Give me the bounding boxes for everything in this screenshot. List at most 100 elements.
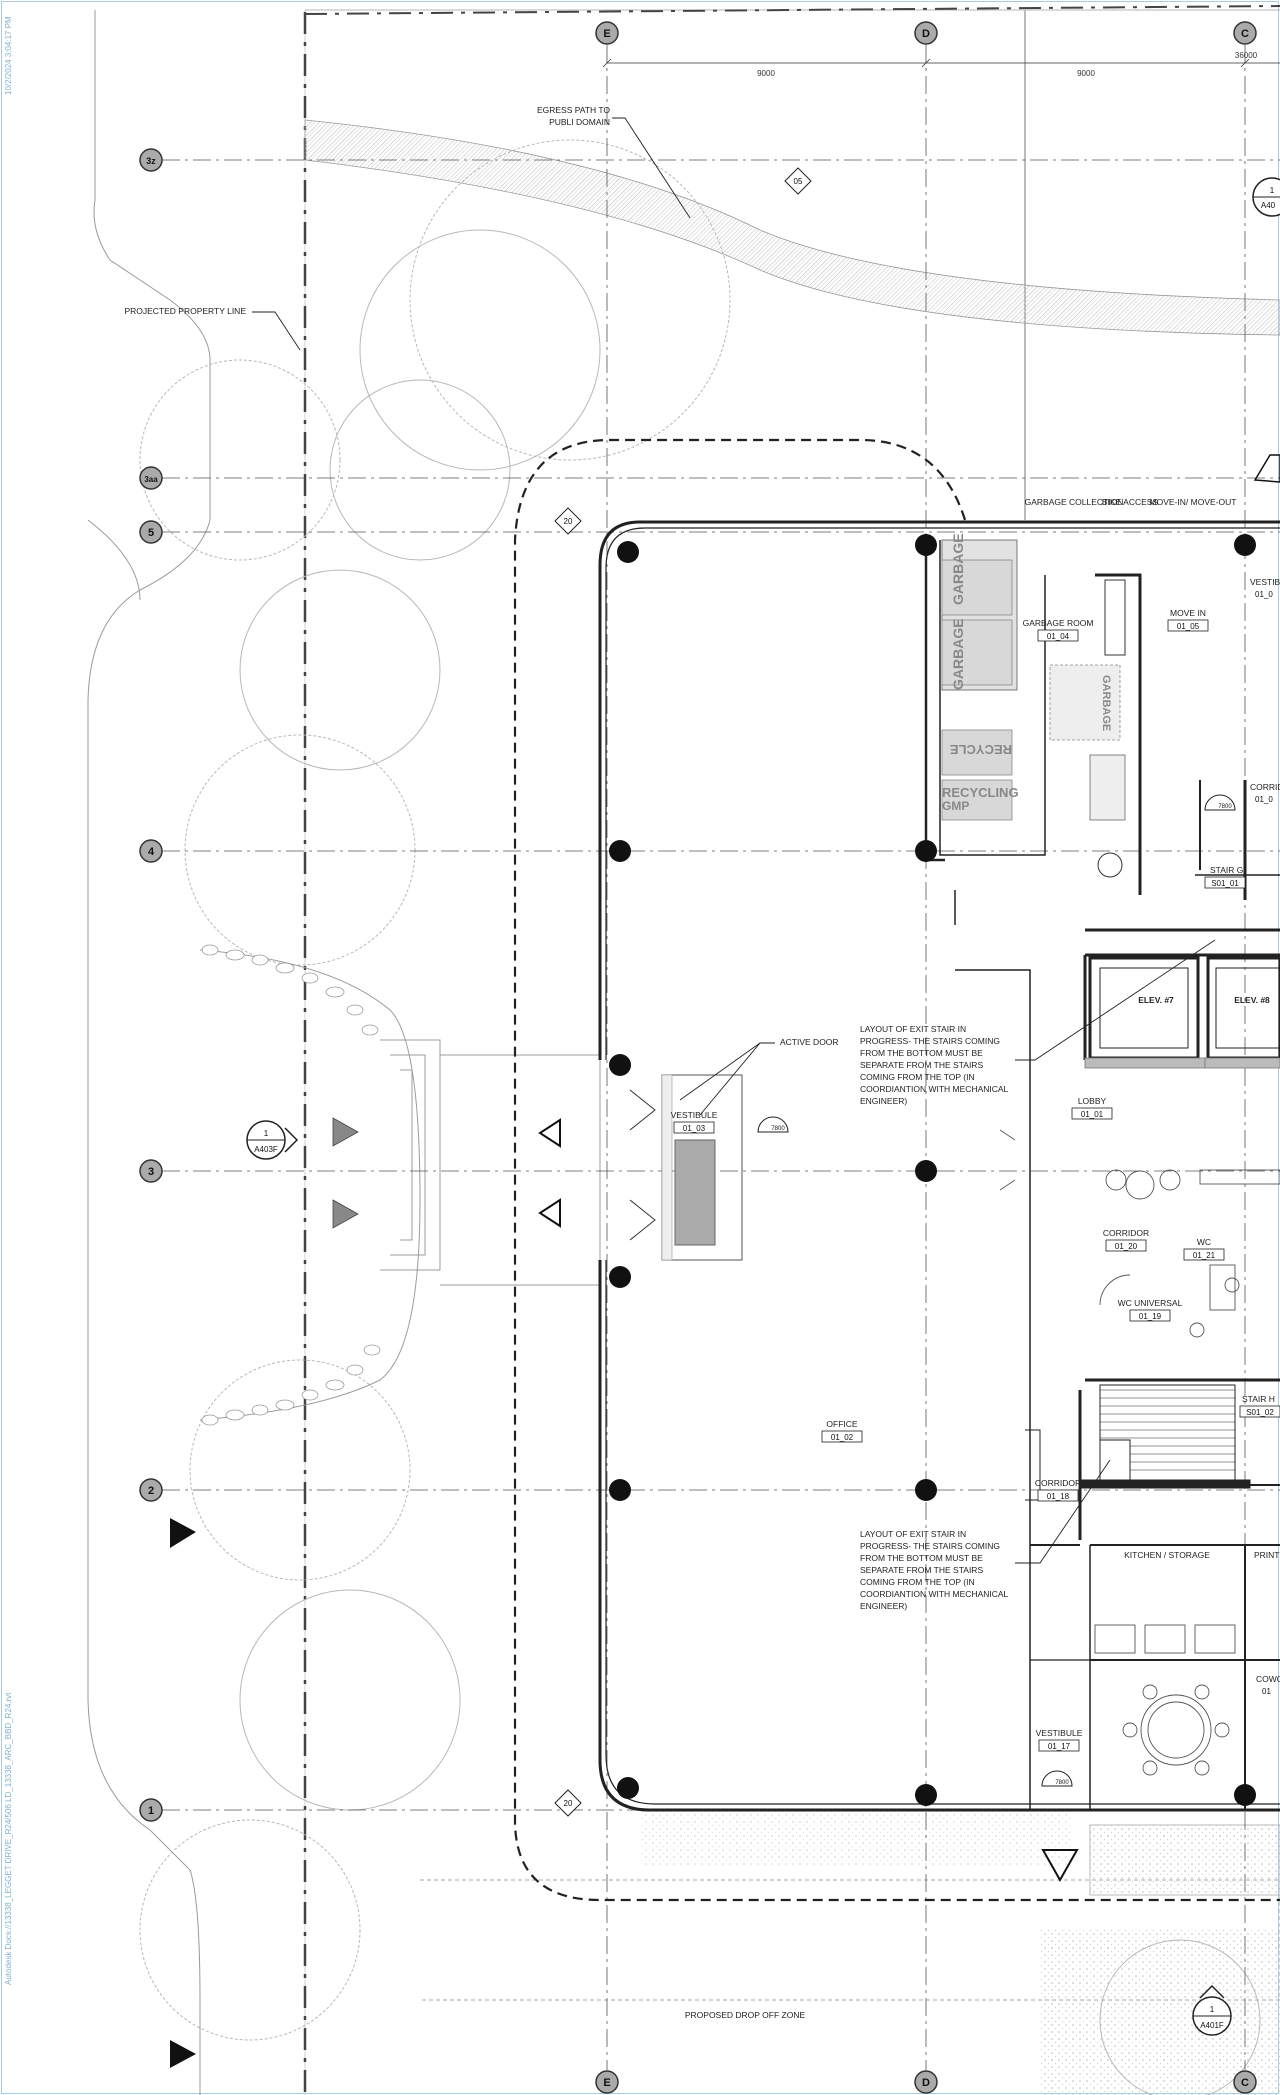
stair-h-num: S01_02 bbox=[1246, 1408, 1274, 1417]
exit-stair-note-2-line: COMING FROM THE TOP (IN bbox=[860, 1577, 975, 1587]
grid-col-d: D bbox=[922, 28, 930, 40]
stair-g-tag bbox=[1204, 876, 1246, 889]
corridor2-tag bbox=[1037, 1489, 1079, 1502]
print-date-stamp: 10/2/2024 3:04:17 PM bbox=[4, 16, 13, 95]
dimension-line bbox=[602, 58, 1280, 68]
bike-access-label: BIKE ACCESS bbox=[1102, 497, 1159, 507]
grid-col-e: E bbox=[603, 28, 610, 40]
entry-chevrons bbox=[332, 1117, 359, 1229]
drop-off-outline bbox=[420, 1879, 1280, 2001]
elev7-label: ELEV. #7 bbox=[1138, 995, 1174, 1005]
cowo-label: COWO bbox=[1256, 1674, 1280, 1684]
vestibule2-label: VESTIBULE bbox=[1036, 1728, 1083, 1738]
fixture-recycling-2: GMP bbox=[942, 799, 969, 813]
garbage-room-num: 01_04 bbox=[1047, 632, 1070, 641]
print-label: PRINT bbox=[1254, 1550, 1280, 1560]
canopy-outline bbox=[513, 438, 1280, 1902]
keynote-diamonds bbox=[554, 167, 812, 1817]
door-tag-vestibule: 7800 bbox=[771, 1126, 785, 1132]
stair-h-tag bbox=[1239, 1405, 1280, 1418]
vestibule-label: VESTIBULE bbox=[671, 1110, 718, 1120]
exit-stair-note-1-line: ENGINEER) bbox=[860, 1096, 907, 1106]
move-in-out-label: MOVE-IN/ MOVE-OUT bbox=[1150, 497, 1237, 507]
lobby-tag bbox=[1071, 1107, 1113, 1120]
door-tags bbox=[757, 794, 1236, 1787]
entry-arrows bbox=[538, 1118, 561, 1228]
exit-stair-note-1-line: PROGRESS- THE STAIRS COMING bbox=[860, 1036, 1000, 1046]
entrance-vestibule bbox=[629, 1074, 743, 1261]
structural-columns bbox=[609, 534, 1256, 1806]
active-door-note: ACTIVE DOOR bbox=[780, 1037, 839, 1047]
grid-col-e-bottom: E bbox=[603, 2077, 610, 2089]
drop-off-arrow bbox=[1041, 1849, 1079, 1883]
stair-h-label: STAIR H bbox=[1242, 1394, 1275, 1404]
north-arrow-left-2 bbox=[170, 2040, 196, 2068]
kitchen-label: KITCHEN / STORAGE bbox=[1124, 1550, 1210, 1560]
exit-stair-note-1-line: COMING FROM THE TOP (IN bbox=[860, 1072, 975, 1082]
door-tag-vestibule-2: 7800 bbox=[1055, 1780, 1069, 1786]
egress-path bbox=[304, 119, 1280, 336]
office-tag bbox=[821, 1430, 863, 1443]
paving-dots-2 bbox=[1040, 1930, 1280, 2095]
section-a404-sheet: A40 bbox=[1261, 201, 1276, 210]
lobby-label: LOBBY bbox=[1078, 1096, 1107, 1106]
section-marker-a404 bbox=[1252, 177, 1280, 217]
grid-row-4: 4 bbox=[148, 846, 155, 858]
egress-path-note-line: EGRESS PATH TO bbox=[537, 105, 610, 115]
planter bbox=[199, 949, 601, 1421]
garbage-collection-label: GARBAGE COLLECTION bbox=[1025, 497, 1124, 507]
corridor2-num: 01_18 bbox=[1047, 1492, 1070, 1501]
furniture bbox=[999, 1129, 1280, 1776]
section-a401f-sheet: A401F bbox=[1200, 2021, 1224, 2030]
stair-g-num: S01_01 bbox=[1211, 879, 1239, 888]
cowo-num: 01 bbox=[1262, 1687, 1271, 1696]
fixture-recycling: RECYCLING bbox=[942, 785, 1019, 800]
exit-stair-note-2-line: COORDIANTION WITH MECHANICAL bbox=[860, 1589, 1009, 1599]
grid-row-5: 5 bbox=[148, 527, 154, 539]
exit-stair-note-2-line: PROGRESS- THE STAIRS COMING bbox=[860, 1541, 1000, 1551]
corridor-top-label: CORRID bbox=[1250, 782, 1280, 792]
landscape-trees bbox=[139, 139, 1261, 2095]
move-in-tag bbox=[1167, 619, 1209, 632]
keynote-20-top: 20 bbox=[564, 517, 573, 526]
exit-stair-note-2-line: SEPARATE FROM THE STAIRS bbox=[860, 1565, 983, 1575]
elevator-shafts bbox=[1084, 956, 1280, 1069]
drop-off-note: PROPOSED DROP OFF ZONE bbox=[685, 2010, 806, 2020]
wc-num: 01_21 bbox=[1193, 1251, 1216, 1260]
dim-e-d: 9000 bbox=[757, 69, 775, 78]
property-line-note: PROJECTED PROPERTY LINE bbox=[124, 306, 246, 316]
keynote-05: 05 bbox=[794, 177, 803, 186]
elev8-label: ELEV. #8 bbox=[1234, 995, 1270, 1005]
north-arrow-left bbox=[170, 1518, 196, 1548]
lobby-num: 01_01 bbox=[1081, 1110, 1104, 1119]
wc-universal-num: 01_19 bbox=[1139, 1312, 1162, 1321]
grid-col-d-bottom: D bbox=[922, 2077, 930, 2089]
exit-stair-note-2-line: FROM THE BOTTOM MUST BE bbox=[860, 1553, 983, 1563]
egress-path-note-line: PUBLI DOMAIN bbox=[549, 117, 610, 127]
vestibule2-tag bbox=[1038, 1739, 1080, 1752]
vestibule-tag bbox=[673, 1121, 715, 1134]
section-marker-a403f bbox=[246, 1120, 299, 1160]
exit-stair-note-1-line: SEPARATE FROM THE STAIRS bbox=[860, 1060, 983, 1070]
grid-row-3aa: 3aa bbox=[144, 475, 158, 484]
wc-universal-label: WC UNIVERSAL bbox=[1118, 1298, 1183, 1308]
move-in-label: MOVE IN bbox=[1170, 608, 1206, 618]
wc-tag bbox=[1183, 1248, 1225, 1261]
keynote-20-bottom: 20 bbox=[564, 1799, 573, 1808]
fixture-garbage-3: GARBAGE bbox=[1100, 675, 1112, 731]
section-a401f-num: 1 bbox=[1210, 2005, 1215, 2014]
corridor-label: CORRIDOR bbox=[1103, 1228, 1149, 1238]
property-line-top bbox=[304, 5, 1280, 15]
vestibule-num: 01_03 bbox=[683, 1124, 706, 1133]
planter-stones bbox=[201, 944, 381, 1426]
garbage-room-label: GARBAGE ROOM bbox=[1023, 618, 1094, 628]
egress-path-note: EGRESS PATH TO PUBLI DOMAIN bbox=[537, 105, 610, 127]
paving-dots bbox=[1089, 1824, 1280, 1896]
exit-stair-note-1-line: COORDIANTION WITH MECHANICAL bbox=[860, 1084, 1009, 1094]
stair-h bbox=[1079, 1384, 1251, 1489]
file-path-stamp: Autodesk Docs://13338_LEGGET DRIVE_R24/5… bbox=[4, 1692, 13, 1985]
paving-dots-3 bbox=[640, 1810, 1070, 1865]
egress-path-note-1: EGRESS PATH TO PUBLI DOMAIN bbox=[537, 105, 610, 127]
move-in-num: 01_05 bbox=[1177, 622, 1200, 631]
